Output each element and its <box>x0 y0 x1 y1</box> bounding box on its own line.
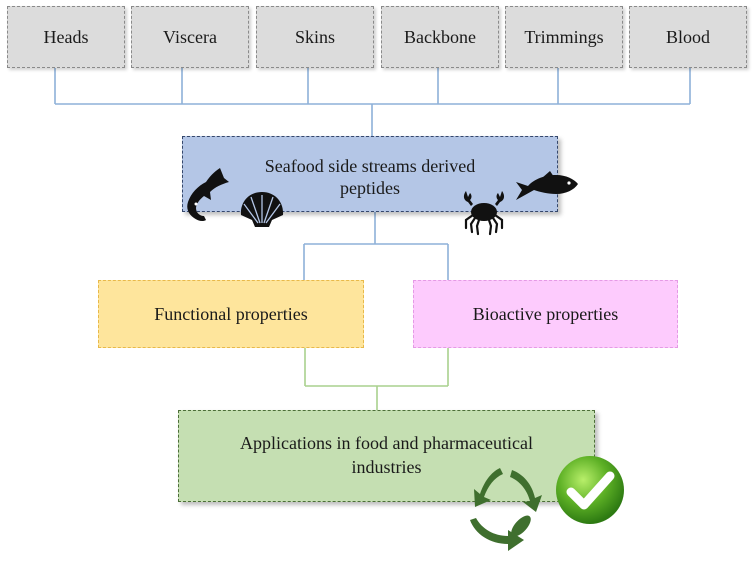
functional-properties-box: Functional properties <box>98 280 364 348</box>
fish-icon <box>516 171 578 200</box>
source-label: Blood <box>665 26 710 47</box>
source-box-trimmings: Trimmings <box>505 6 623 68</box>
source-box-heads: Heads <box>7 6 125 68</box>
shark-icon <box>187 168 229 222</box>
bioactive-properties-label: Bioactive properties <box>472 303 619 324</box>
source-label: Viscera <box>163 26 217 47</box>
peptides-label: Seafood side streams derived peptides <box>264 156 476 198</box>
source-label: Trimmings <box>524 26 604 47</box>
source-label: Heads <box>43 26 89 47</box>
scallop-shell-icon <box>240 192 284 227</box>
source-box-viscera: Viscera <box>131 6 249 68</box>
functional-properties-label: Functional properties <box>154 303 308 324</box>
bioactive-properties-box: Bioactive properties <box>413 280 678 348</box>
source-box-skins: Skins <box>256 6 374 68</box>
source-box-blood: Blood <box>629 6 747 68</box>
crab-icon <box>463 191 505 236</box>
applications-label: Applications in food and pharmaceutical … <box>240 433 533 477</box>
source-box-backbone: Backbone <box>381 6 499 68</box>
checkmark-icon <box>556 456 624 524</box>
peptides-box: Seafood side streams derived peptides <box>182 136 558 212</box>
recycle-fish-icon <box>470 468 542 551</box>
source-label: Skins <box>294 26 336 47</box>
source-label: Backbone <box>404 26 476 47</box>
